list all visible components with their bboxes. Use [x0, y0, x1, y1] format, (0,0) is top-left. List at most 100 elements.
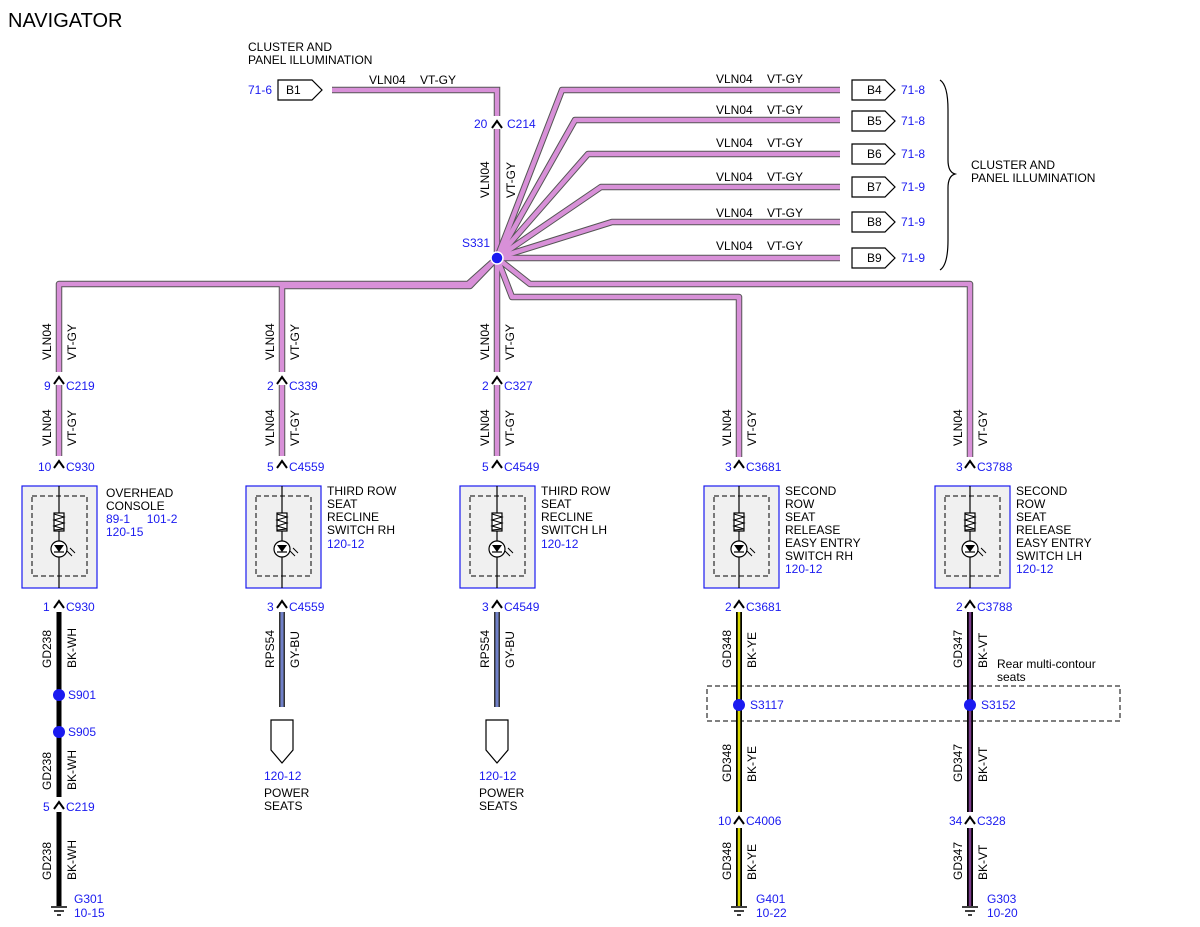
wire-circuit: RPS54	[263, 630, 277, 668]
wire-color: BK-WH	[65, 628, 79, 668]
recline-switch-rh-component[interactable]	[245, 485, 322, 589]
c3788-connector-mark	[964, 460, 976, 469]
b1-label-line1: CLUSTER AND	[248, 40, 332, 54]
output-b9: VLN04 VT-GY B9 71-9	[716, 239, 925, 269]
connector-b4-label: B4	[867, 83, 882, 97]
page-title: NAVIGATOR	[8, 10, 122, 32]
component-name-line4: RELEASE	[1016, 523, 1071, 537]
wire-circuit: VLN04	[478, 323, 492, 360]
connector-pin: 3	[725, 460, 732, 474]
offpage-line2: SEATS	[264, 799, 302, 813]
connector-b8-label: B8	[867, 215, 882, 229]
wire-color: VT-GY	[745, 410, 759, 446]
wire-color: BK-VT	[976, 746, 990, 782]
connector-name: C219	[66, 800, 95, 814]
b8-page-ref[interactable]: 71-9	[901, 215, 925, 229]
offpage-line2: SEATS	[479, 799, 517, 813]
wire-color: BK-YE	[745, 632, 759, 668]
wire-color: BK-WH	[65, 750, 79, 790]
c214-pin: 20	[474, 117, 488, 131]
component-name-line2: ROW	[1016, 497, 1046, 511]
ground-page-ref[interactable]: 10-20	[987, 906, 1018, 920]
b4-page-ref[interactable]: 71-8	[901, 83, 925, 97]
connector-name: C3788	[977, 460, 1013, 474]
component-ref2[interactable]: 120-15	[106, 525, 144, 539]
wire-color: GY-BU	[288, 631, 302, 668]
c214-connector-mark	[491, 120, 503, 129]
connector-pin: 2	[482, 379, 489, 393]
connector-name: C4559	[289, 460, 325, 474]
connector-pin: 10	[38, 460, 52, 474]
offpage-arrow-icon	[485, 719, 509, 764]
component-ref1[interactable]: 120-12	[327, 537, 365, 551]
offpage-page-ref[interactable]: 120-12	[479, 769, 517, 783]
ground-page-ref[interactable]: 10-22	[756, 906, 787, 920]
c219-connector-mark	[53, 376, 65, 385]
connector-name: C3681	[746, 600, 782, 614]
branch-second-row-release-lh: VLN04 VT-GY 3 C3788 SECOND ROW SEAT RELE…	[934, 409, 1092, 920]
branch-overhead-console: VLN04 VT-GY 9 C219 VLN04 VT-GY 10 C930 O…	[21, 323, 178, 920]
b1-wire-color: VT-GY	[420, 73, 456, 87]
connector-pin: 2	[267, 379, 274, 393]
splice-s331-label[interactable]: S331	[462, 236, 490, 250]
wire-color: BK-VT	[976, 844, 990, 880]
c4006-connector-mark	[733, 816, 745, 825]
branch-third-row-recline-rh: VLN04 VT-GY 2 C339 VLN04 VT-GY 5 C4559 T…	[245, 323, 397, 813]
ground-name[interactable]: G401	[756, 892, 786, 906]
branch-third-row-recline-lh: VLN04 VT-GY 2 C327 VLN04 VT-GY 5 C4549 T…	[459, 323, 611, 813]
wire-circuit: VLN04	[263, 323, 277, 360]
output-wire-color: VT-GY	[767, 239, 803, 253]
output-circuit: VLN04	[716, 206, 753, 220]
connector-pin: 34	[949, 814, 963, 828]
release-switch-rh-component[interactable]	[703, 485, 780, 589]
wire-circuit: GD348	[720, 630, 734, 668]
component-ref1[interactable]: 120-12	[541, 537, 579, 551]
splice-s3152-dot	[964, 699, 976, 711]
connector-name: C930	[66, 600, 95, 614]
component-ref1[interactable]: 89-1 101-2	[106, 512, 178, 526]
output-wire-color: VT-GY	[767, 103, 803, 117]
splice-label[interactable]: S901	[68, 688, 96, 702]
component-ref1[interactable]: 120-12	[785, 562, 823, 576]
ground-name[interactable]: G301	[74, 892, 104, 906]
ground-name[interactable]: G303	[987, 892, 1017, 906]
wire-color: VT-GY	[503, 324, 517, 360]
component-name-line2: CONSOLE	[106, 499, 165, 513]
b5-page-ref[interactable]: 71-8	[901, 114, 925, 128]
connector-pin: 1	[43, 600, 50, 614]
connector-name: C4549	[504, 600, 540, 614]
b9-page-ref[interactable]: 71-9	[901, 251, 925, 265]
splice-label[interactable]: S905	[68, 725, 96, 739]
connector-name: C327	[504, 379, 533, 393]
component-name-line3: SEAT	[785, 510, 816, 524]
component-name-line3: RECLINE	[541, 510, 593, 524]
component-name-line1: THIRD ROW	[327, 484, 397, 498]
wire-circuit: VLN04	[720, 409, 734, 446]
wire-circuit: VLN04	[951, 409, 965, 446]
connector-b6-label: B6	[867, 147, 882, 161]
c3788-connector-mark	[964, 600, 976, 609]
c4559-connector-mark	[276, 460, 288, 469]
c4559-connector-mark	[276, 600, 288, 609]
connector-b9-label: B9	[867, 251, 882, 265]
connector-pin: 3	[956, 460, 963, 474]
output-b4: VLN04 VT-GY B4 71-8	[716, 72, 925, 101]
b7-page-ref[interactable]: 71-9	[901, 180, 925, 194]
b6-page-ref[interactable]: 71-8	[901, 147, 925, 161]
connector-pin: 5	[482, 460, 489, 474]
wire-circuit: GD238	[40, 630, 54, 668]
splice-label[interactable]: S3117	[750, 698, 784, 712]
option-box-line1: Rear multi-contour	[997, 657, 1096, 671]
offpage-page-ref[interactable]: 120-12	[264, 769, 302, 783]
release-switch-lh-component[interactable]	[934, 485, 1011, 589]
c327-connector-mark	[491, 376, 503, 385]
component-ref1[interactable]: 120-12	[1016, 562, 1054, 576]
splice-label[interactable]: S3152	[981, 698, 1016, 712]
offpage-arrow-icon	[270, 719, 294, 764]
fanout-wires	[55, 86, 974, 457]
ground-page-ref[interactable]: 10-15	[74, 906, 105, 920]
component-name-line4: SWITCH RH	[327, 523, 395, 537]
b1-page-ref[interactable]: 71-6	[248, 83, 272, 97]
output-b6: VLN04 VT-GY B6 71-8	[716, 136, 925, 165]
connector-pin: 9	[44, 379, 51, 393]
